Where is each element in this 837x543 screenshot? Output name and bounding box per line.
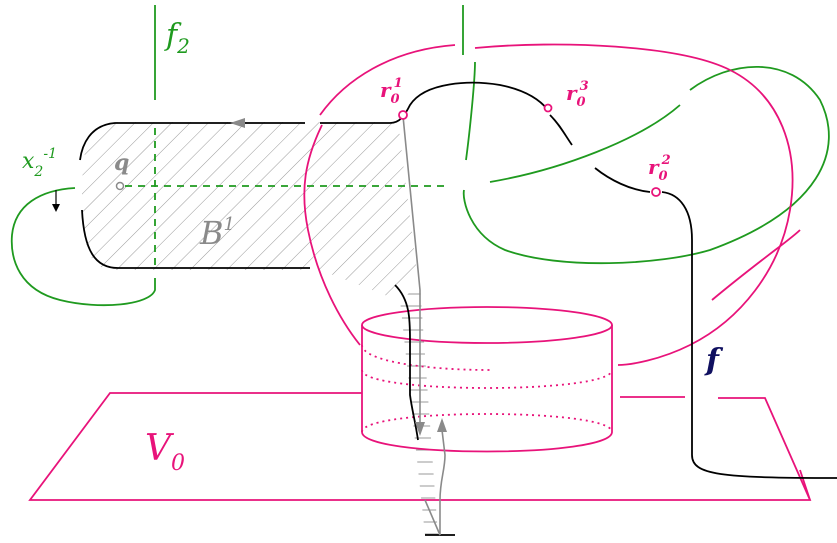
label-v0: V0 xyxy=(145,428,185,476)
f2-strand-bottom xyxy=(10,187,156,307)
magenta-torus-inner-top xyxy=(319,44,456,116)
plane-v0 xyxy=(28,392,812,501)
green-loop-upper xyxy=(465,61,476,161)
gray-curves xyxy=(402,115,446,536)
gray-strand-up xyxy=(439,429,446,535)
black-strand-through-cylinder xyxy=(394,284,419,441)
green-big-loop xyxy=(462,65,830,265)
arc-r01-r03 xyxy=(320,81,549,124)
green-curves xyxy=(10,5,830,307)
magenta-torus-left xyxy=(303,124,361,346)
disk-b1-right-fill xyxy=(320,122,418,300)
label-b1: B1 xyxy=(199,214,235,252)
label-r03: r03 xyxy=(566,79,589,110)
wedge-fill xyxy=(400,285,438,535)
label-x2-inverse: x2-1 xyxy=(22,146,57,180)
disk-b1-left-edge xyxy=(81,209,310,269)
point-r01 xyxy=(398,110,408,120)
magenta-curves xyxy=(28,43,812,501)
knot-f-strand xyxy=(661,191,837,479)
arrow-up xyxy=(437,418,447,432)
x2-small-arrow xyxy=(52,204,60,212)
point-r03 xyxy=(543,103,553,113)
magenta-torus-outer xyxy=(474,43,794,366)
arrow-down xyxy=(415,422,425,436)
disk-b1-top-edge xyxy=(79,122,305,161)
label-f: f xyxy=(704,343,724,378)
point-q xyxy=(115,181,125,191)
black-curves xyxy=(79,81,837,536)
label-r02: r02 xyxy=(648,153,671,184)
gray-diag xyxy=(424,499,441,536)
cylinder-mid-ring xyxy=(361,369,613,389)
gray-strand-down xyxy=(402,115,421,430)
label-r01: r01 xyxy=(380,76,403,107)
cylinder-ring-upper xyxy=(361,344,491,371)
label-q: q xyxy=(114,150,129,176)
magenta-right-lower xyxy=(711,229,801,301)
point-r02 xyxy=(651,187,661,197)
black-strand-lower xyxy=(594,167,651,193)
green-right-arc xyxy=(489,104,681,183)
cylinder-bottom-front xyxy=(361,431,613,453)
cylinder-top xyxy=(361,306,613,344)
plane-v0-right-dash xyxy=(799,469,811,501)
label-f2: f2 xyxy=(164,18,190,58)
black-strand-middle xyxy=(549,114,573,146)
arrow-on-b1-top-edge xyxy=(230,118,245,128)
disk-b1-fill xyxy=(82,122,320,270)
cylinder-bottom-back xyxy=(361,413,613,433)
